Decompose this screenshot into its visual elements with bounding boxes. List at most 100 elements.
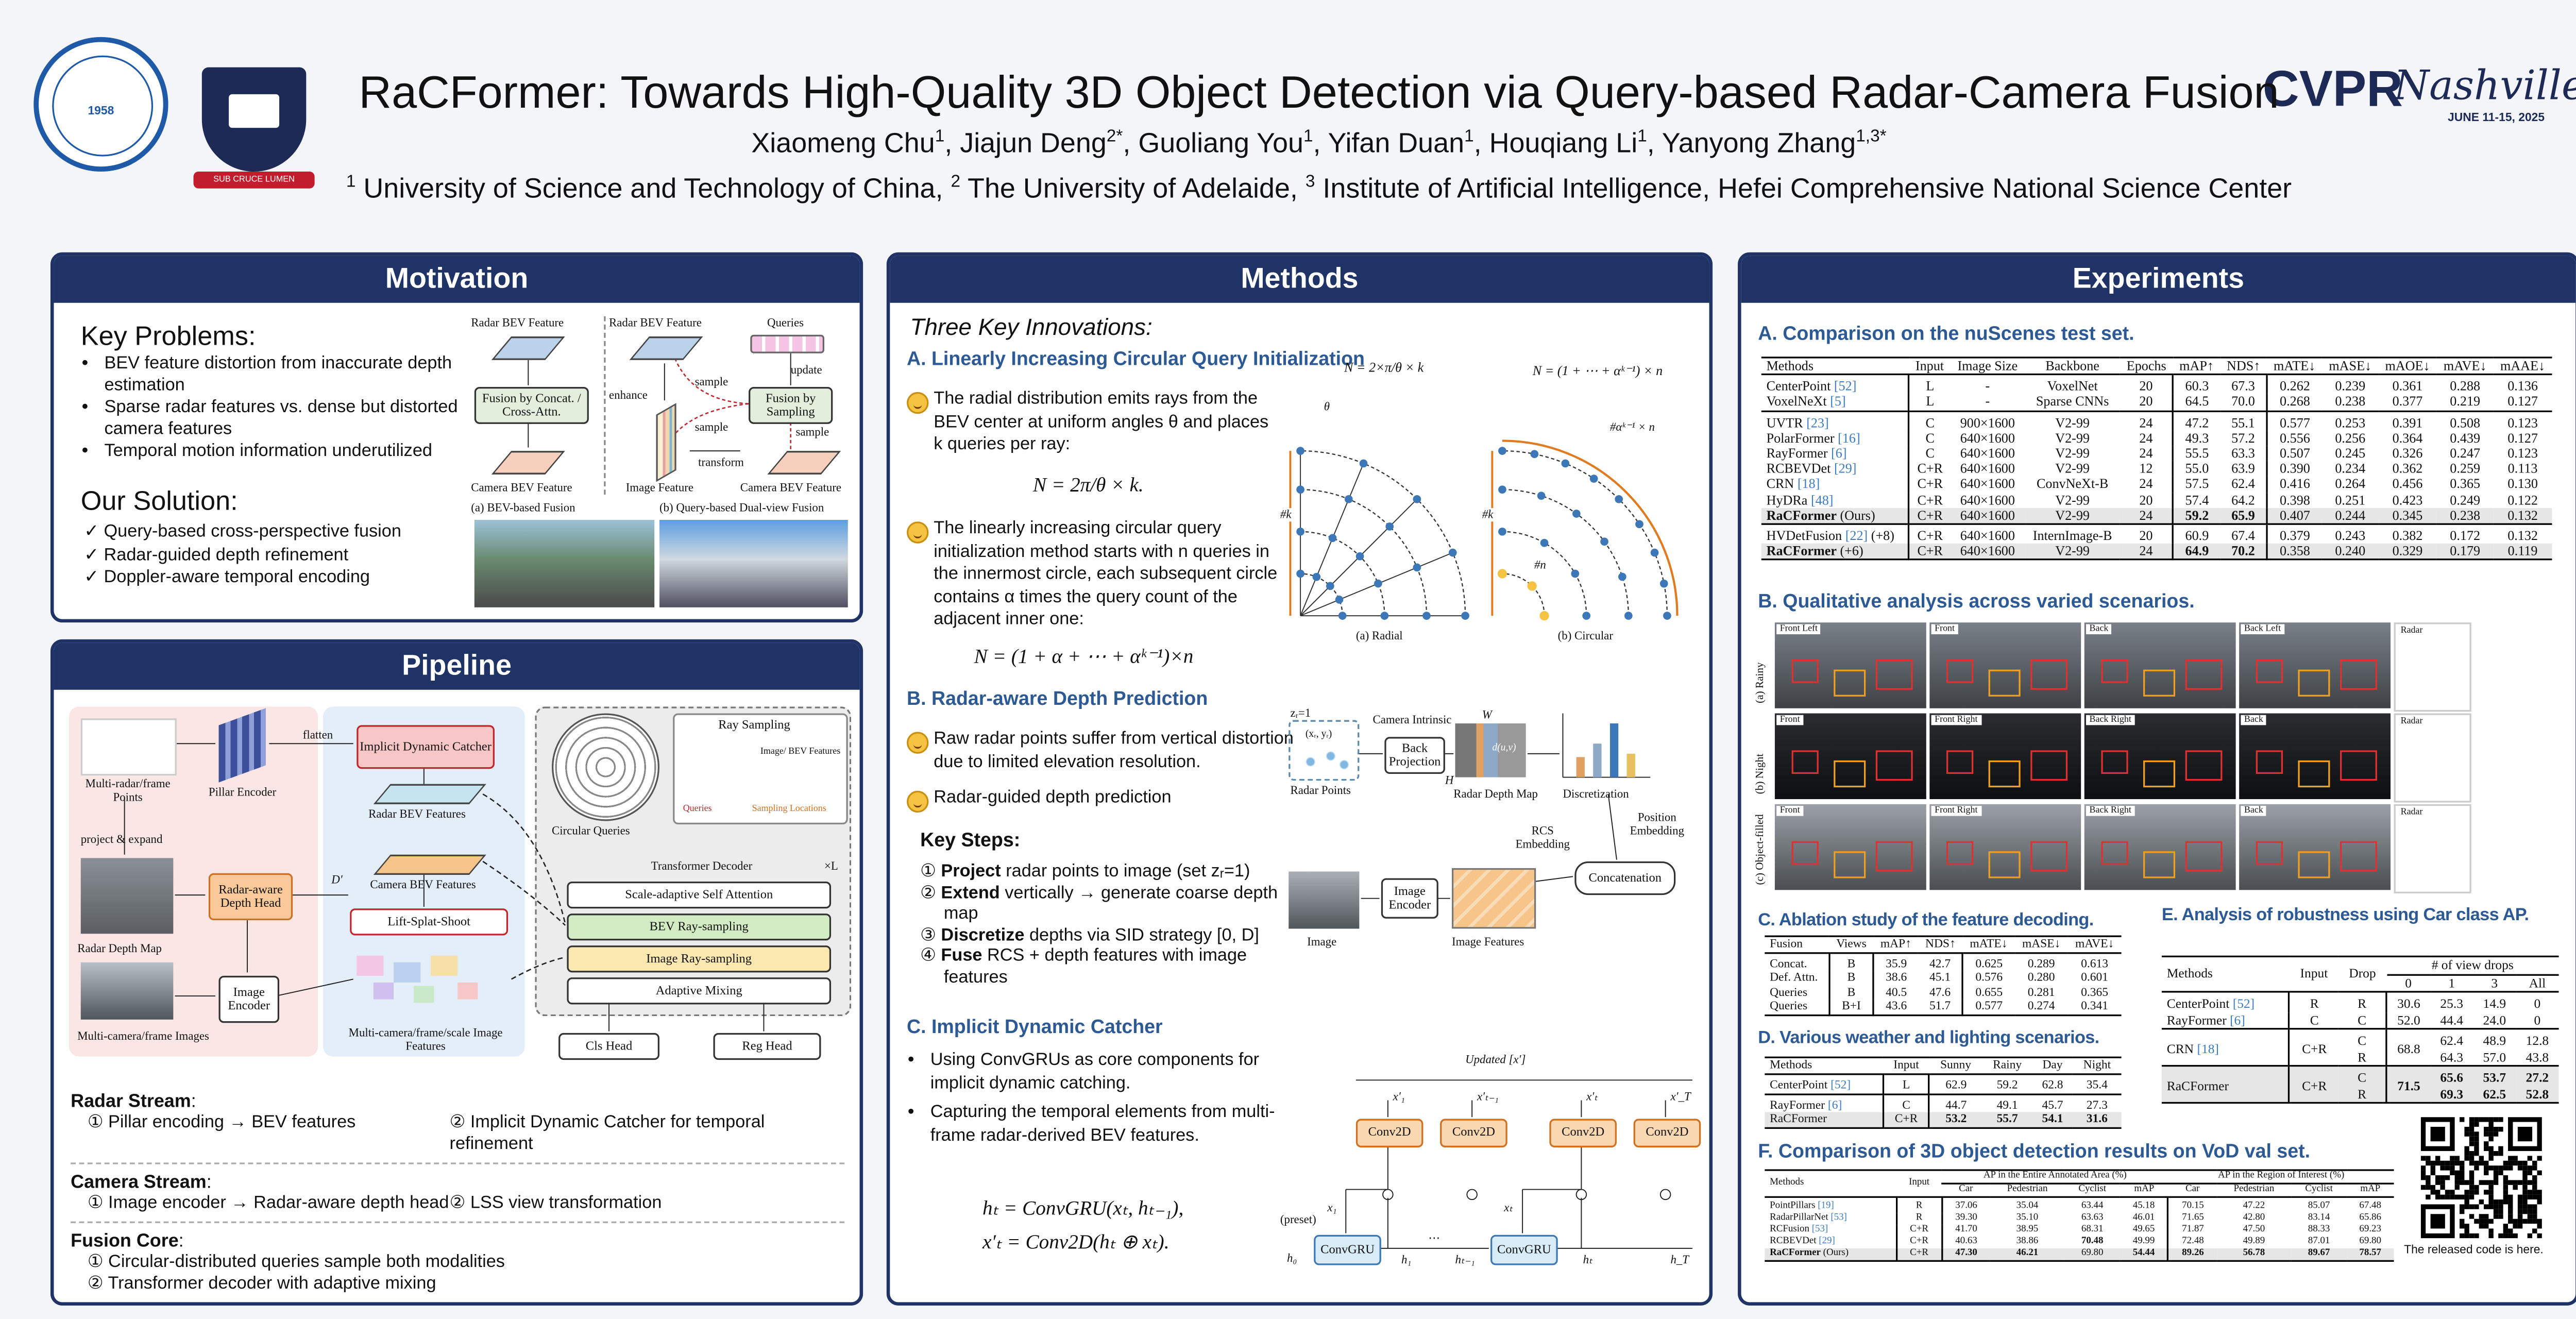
table-cell: VoxelNeXt [5] — [1761, 394, 1910, 411]
column-header: mAVE↓ — [2436, 357, 2494, 376]
table-cell: 0.601 — [2081, 971, 2108, 985]
table-cell: RaCFormer — [1765, 1112, 1885, 1129]
camera-view-label: Front — [1931, 624, 1958, 635]
table-cell: 70.2 — [2220, 544, 2268, 561]
table-cell: 68.31 — [2081, 1225, 2104, 1235]
table-cell: B — [1829, 952, 1874, 971]
table-cell: 0.655 — [1975, 985, 2003, 999]
table-cell: 0.577 — [2266, 410, 2323, 431]
method-name: CenterPoint — [2166, 996, 2230, 1011]
key-step: ① Project radar points to image (set zᵣ=… — [920, 861, 1294, 883]
table-cell: 0.262 — [2280, 379, 2310, 394]
query-layout-svg — [1289, 439, 1679, 621]
table-cell: 53.2 — [1929, 1112, 1982, 1129]
detection-box — [2185, 660, 2223, 690]
table-cell: CenterPoint [52] — [1761, 375, 1910, 395]
table-cell: V2-99 — [2055, 492, 2090, 508]
table-cell: 89.67 — [2291, 1248, 2347, 1262]
table-cell: 62.4 64.3 — [2430, 1028, 2473, 1066]
table-cell: 63.44 — [2081, 1201, 2104, 1212]
table-cell: C+R — [1896, 1248, 1943, 1262]
table-cell: 0.362 — [2392, 461, 2423, 477]
column-header: Sunny — [1929, 1056, 1982, 1075]
table-cell: 45.1 — [1918, 971, 1963, 985]
ht-label: hₜ — [1583, 1253, 1592, 1267]
table-cell: 0.253 — [2322, 410, 2379, 431]
table-cell: 85.07 — [2308, 1201, 2330, 1212]
affiliation-name: Institute of Artificial Intelligence, He… — [1315, 174, 2292, 205]
table-cell: 52.0 — [2397, 1012, 2420, 1027]
camera-view-image: Back — [2084, 622, 2236, 708]
cls-head-box: Cls Head — [558, 1033, 660, 1060]
table-cell: C+R — [2289, 1064, 2338, 1104]
table-cell: 56.78 — [2216, 1248, 2292, 1262]
stream-block: Camera Stream:① Image encoder → Radar-aw… — [71, 1164, 845, 1223]
circular-queries-icon — [552, 713, 660, 821]
affiliation-number: 1 — [346, 173, 356, 192]
section-c-heading: C. Implicit Dynamic Catcher — [907, 1018, 1163, 1038]
queries-icon — [750, 334, 825, 353]
image-features-stack — [1451, 868, 1536, 929]
column-header: mAOE↓ — [2378, 357, 2437, 376]
conv2d-formula: x′ₜ = Conv2D(hₜ ⊕ xₜ). — [982, 1229, 1170, 1254]
thinking-emoji-icon — [907, 732, 929, 754]
query-point — [1344, 495, 1353, 503]
citation-ref: [18] — [2197, 1041, 2219, 1056]
citation-ref: [5] — [1830, 394, 1846, 410]
table-cell: Queries — [1765, 999, 1831, 1016]
query-circle — [1502, 531, 1587, 616]
section-d-heading: D. Various weather and lighting scenario… — [1758, 1028, 2099, 1049]
column-header: mAP — [2346, 1183, 2394, 1198]
table-cell: 70.15 — [2182, 1201, 2204, 1212]
qr-code[interactable] — [2420, 1117, 2542, 1239]
column-header: All — [2516, 974, 2559, 993]
query-point — [1589, 475, 1598, 483]
table-cell: 0.244 — [2322, 508, 2379, 525]
key-steps-list: ① Project radar points to image (set zᵣ=… — [920, 861, 1294, 988]
radial-description: The radial distribution emits rays from … — [934, 388, 1269, 454]
citation-ref: [52] — [2232, 996, 2255, 1011]
query-circle — [1300, 573, 1343, 616]
cvpr-logo-dates: JUNE 11-15, 2025 — [2448, 112, 2545, 125]
label-radar-points: Multi-radar/frame Points — [85, 777, 171, 804]
table-cell: C+R — [2289, 1028, 2338, 1066]
table-cell: 0.416 — [2280, 477, 2310, 492]
column-header: mATE↓ — [1962, 935, 2015, 953]
conv2d-box-1: Conv2D — [1355, 1119, 1423, 1147]
table-cell: InternImage-B — [2025, 523, 2120, 544]
detection-box — [2256, 841, 2283, 865]
table-cell: 0.268 — [2280, 394, 2310, 410]
citation-ref: [19] — [1818, 1201, 1834, 1212]
table-cell: 0.613 — [2081, 956, 2108, 970]
table-cell: 0.345 — [2378, 508, 2437, 525]
detection-box — [1875, 750, 1913, 781]
label-transform: transform — [698, 455, 744, 470]
table-cell: 0.361 — [2392, 379, 2423, 394]
column-header: Cyclist — [2064, 1183, 2121, 1198]
query-point — [1561, 459, 1570, 468]
stream-name: Fusion Core — [71, 1231, 179, 1252]
column-header: mASE↓ — [2322, 357, 2379, 376]
label-ray-sampling: Ray Sampling — [718, 717, 790, 732]
table-cell: 46.21 — [1990, 1248, 2065, 1262]
column-header: # of view drops — [2386, 955, 2559, 975]
author-name: Guoliang You — [1138, 128, 1303, 159]
table-cell: - — [1985, 394, 1990, 410]
table-cell: VoxelNet — [2047, 379, 2098, 394]
table-cell: C — [1925, 446, 1935, 461]
citation-ref: [18] — [1797, 477, 1820, 492]
author-affiliation-mark: 1 — [1637, 128, 1647, 147]
table-cell: 38.95 — [2016, 1225, 2039, 1235]
zr-label: zᵣ=1 — [1290, 706, 1311, 720]
table-cell: 0.238 — [2436, 508, 2494, 525]
pipeline-figure: Multi-radar/frame Points Pillar Encoder … — [54, 642, 859, 1080]
idc-bullets: Using ConvGRUs as core components for im… — [890, 1050, 1303, 1154]
camera-view-label: Back Left — [2241, 624, 2284, 635]
lift-splat-shoot-box: Lift-Splat-Shoot — [350, 908, 509, 936]
query-circle — [1300, 450, 1466, 616]
